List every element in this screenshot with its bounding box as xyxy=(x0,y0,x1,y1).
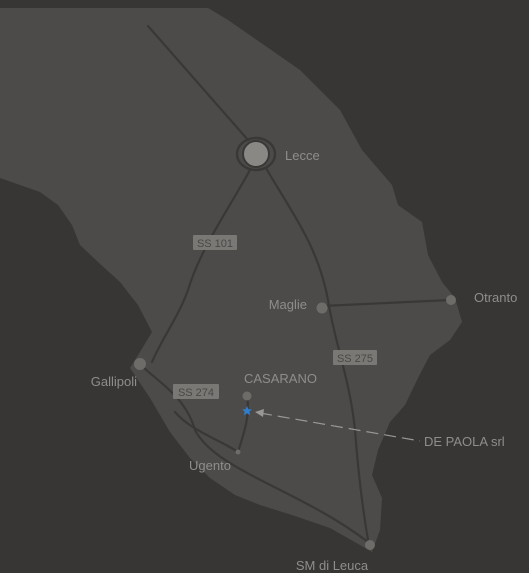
road-casarano-south xyxy=(236,394,249,454)
road-badge-ss101: SS 101 xyxy=(193,235,237,250)
city-label-ugento: Ugento xyxy=(189,458,231,473)
road-badge-ss275: SS 275 xyxy=(333,350,377,365)
road-label: SS 275 xyxy=(337,353,373,365)
city-dot-lecce[interactable] xyxy=(242,140,270,168)
city-dot-maglie[interactable] xyxy=(316,302,328,314)
city-dot-casarano[interactable] xyxy=(242,391,252,401)
city-label-casarano: CASARANO xyxy=(244,371,317,386)
star-icon[interactable] xyxy=(242,406,252,416)
city-label-gallipoli: Gallipoli xyxy=(91,374,137,389)
road-ugento-coast xyxy=(173,410,240,454)
city-dot-ugento[interactable] xyxy=(235,449,241,455)
road-ss274 xyxy=(138,362,370,544)
arrowhead-icon xyxy=(255,409,264,417)
city-label-maglie: Maglie xyxy=(269,297,307,312)
peninsula-landmass xyxy=(0,8,462,552)
marker-leader-line xyxy=(259,412,421,442)
city-label-otranto: Otranto xyxy=(474,290,517,305)
road-label: SS 274 xyxy=(178,387,214,399)
road-ss101 xyxy=(150,168,252,364)
city-dot-smleuca[interactable] xyxy=(365,540,375,550)
city-label-smleuca: SM di Leuca xyxy=(296,558,369,573)
road-label: SS 101 xyxy=(197,238,233,250)
road-north xyxy=(146,24,250,142)
road-badge-ss274: SS 274 xyxy=(173,384,219,399)
marker-label[interactable]: DE PAOLA srl xyxy=(424,434,505,449)
city-label-lecce: Lecce xyxy=(285,148,320,163)
city-dot-otranto[interactable] xyxy=(446,295,456,305)
city-dot-gallipoli[interactable] xyxy=(134,358,146,370)
lecce-ring-road xyxy=(235,136,277,172)
road-maglie-otranto xyxy=(320,298,452,308)
